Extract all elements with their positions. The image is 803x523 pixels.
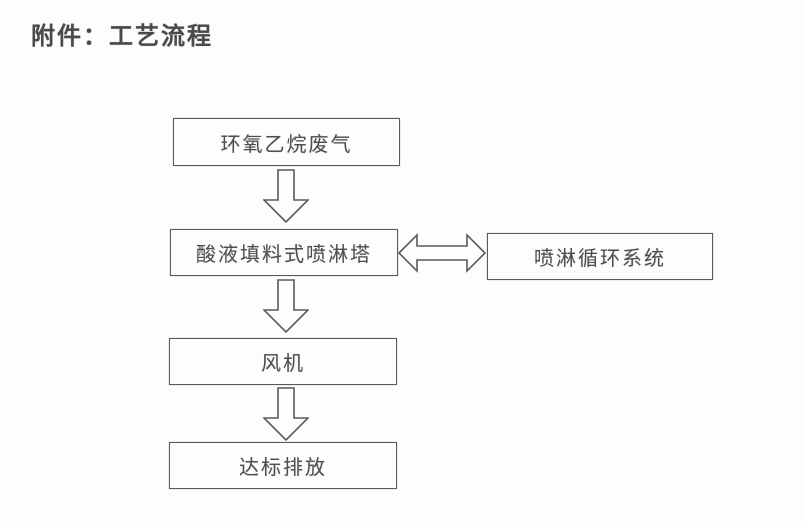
double-headed-block-arrow-icon (398, 232, 486, 274)
flow-node-label: 酸液填料式喷淋塔 (196, 244, 372, 266)
flow-node-waste-gas: 环氧乙烷废气 (173, 118, 400, 166)
flow-node-spray-tower: 酸液填料式喷淋塔 (170, 229, 398, 276)
flow-node-discharge: 达标排放 (169, 442, 397, 489)
down-block-arrow-icon (263, 387, 309, 441)
down-block-arrow-icon (263, 169, 309, 223)
flow-node-label: 达标排放 (239, 457, 327, 479)
flow-node-fan: 风机 (169, 338, 397, 385)
flow-node-label: 喷淋循环系统 (534, 248, 666, 270)
flow-node-label: 风机 (261, 353, 305, 375)
down-block-arrow-icon (263, 279, 309, 333)
flow-node-spray-circulation: 喷淋循环系统 (487, 233, 713, 280)
flow-node-label: 环氧乙烷废气 (220, 133, 353, 156)
page-title: 附件：工艺流程 (31, 24, 213, 50)
